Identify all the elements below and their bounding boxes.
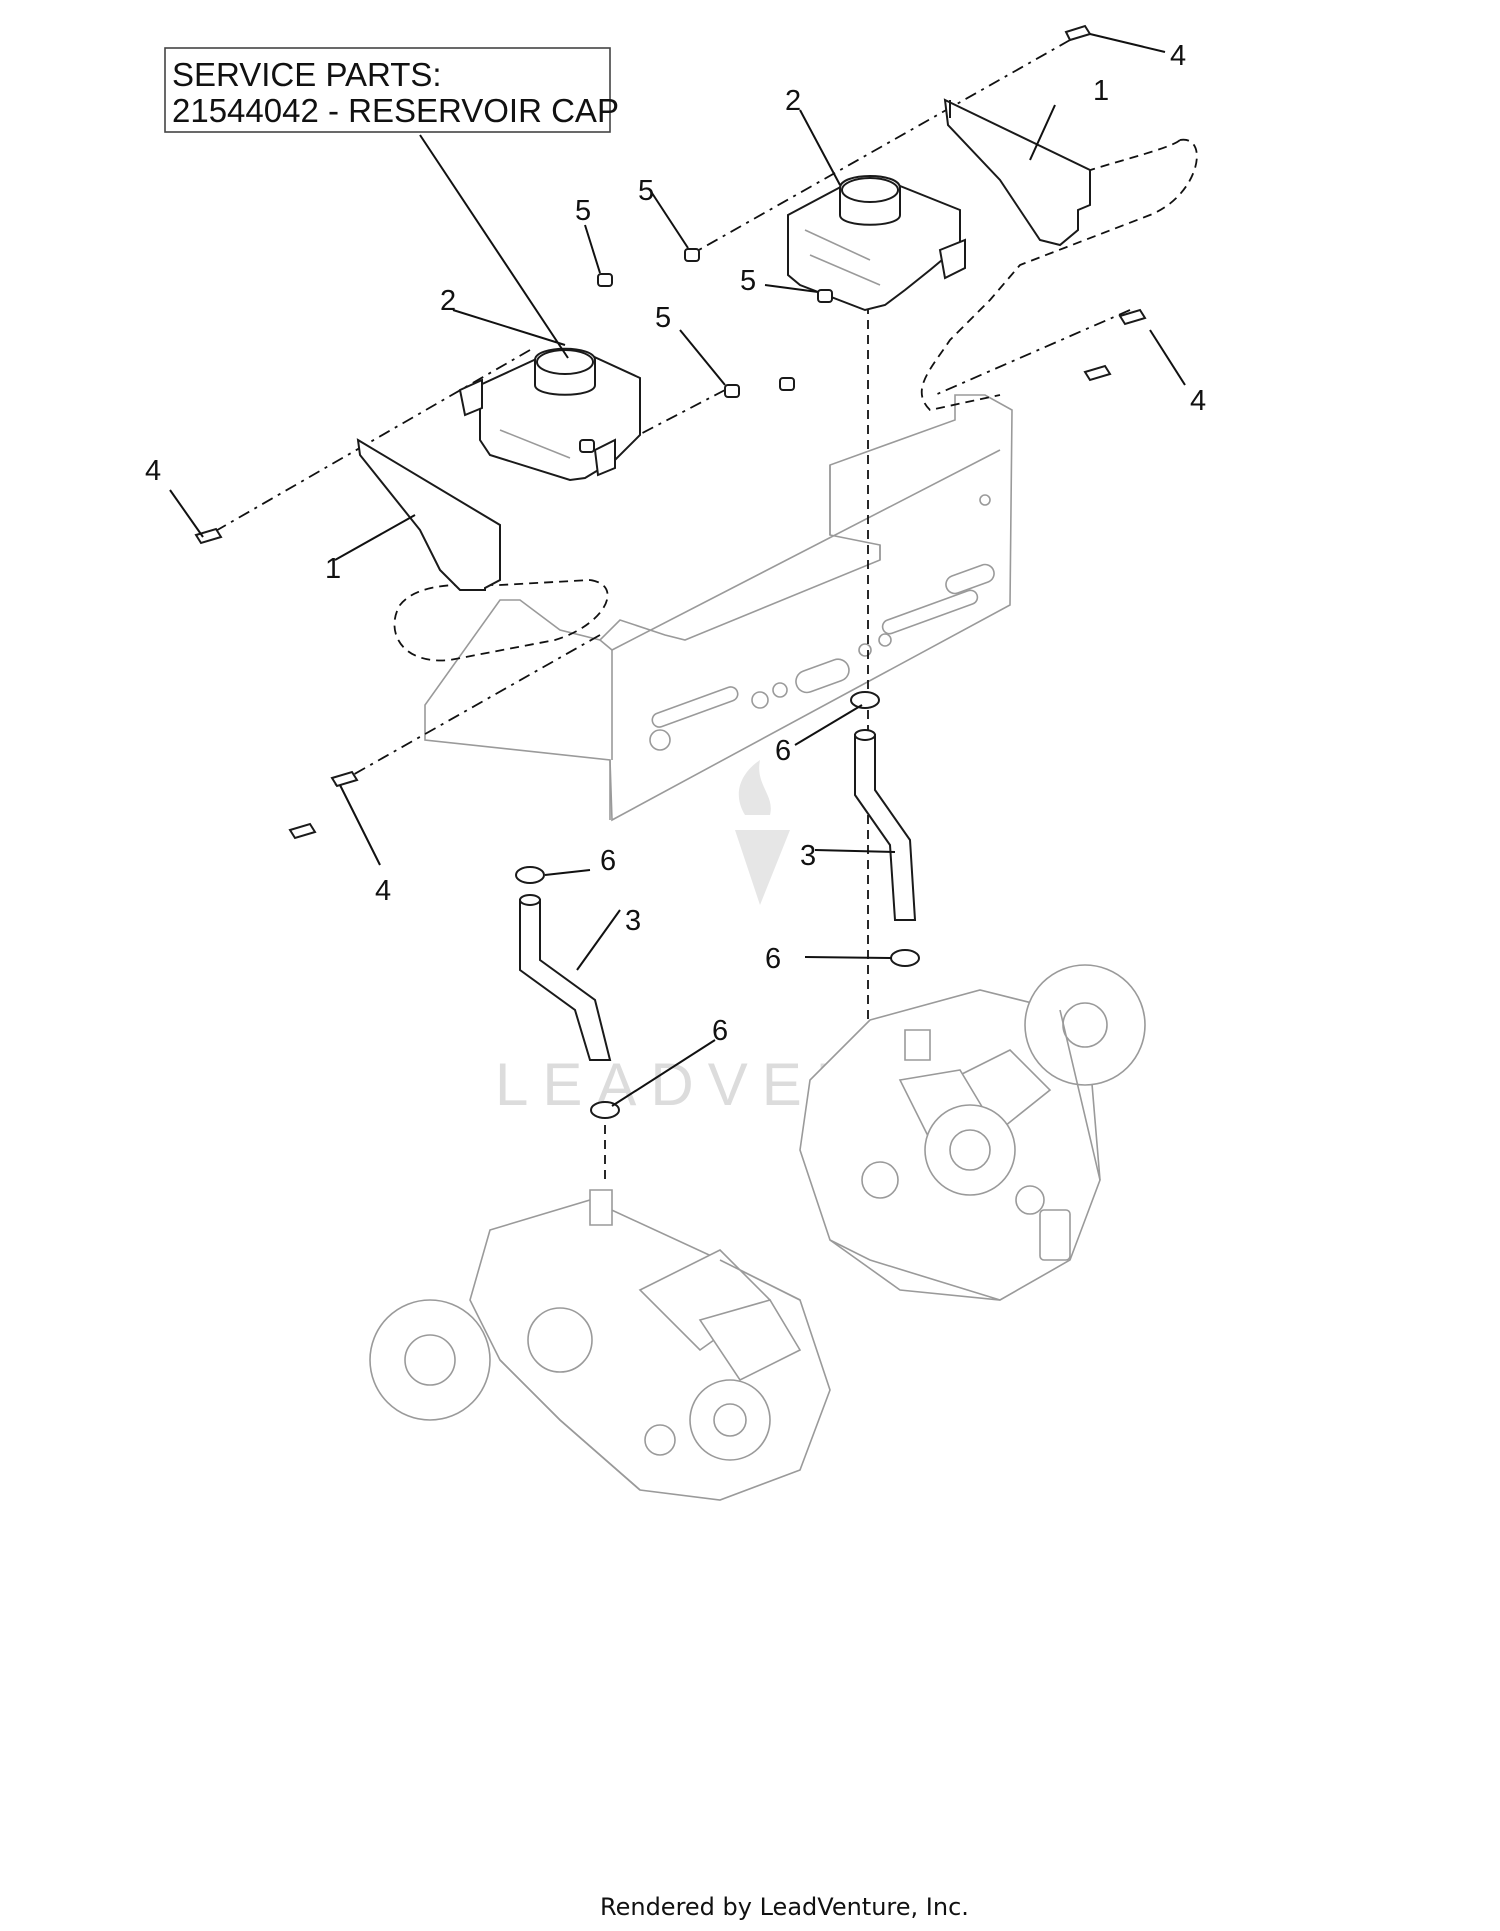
hose-left [519, 894, 612, 1061]
callout-reservoir-right: 2 [785, 85, 801, 117]
callout-bolt-mid-right: 4 [1190, 385, 1206, 417]
service-parts-entry: 21544042 - RESERVOIR CAP [172, 92, 619, 129]
service-parts-box: SERVICE PARTS: 21544042 - RESERVOIR CAP [164, 47, 619, 133]
transaxle-left [369, 1189, 831, 1501]
callout-bolt-left: 4 [145, 455, 161, 487]
reservoir-left [458, 347, 641, 482]
transaxle-right [799, 964, 1146, 1301]
hidden-outlines [393, 139, 1198, 662]
nuts [579, 248, 833, 453]
callout-clamp-left-upper: 6 [600, 845, 616, 877]
callout-clamp-right-upper: 6 [775, 735, 791, 767]
callout-reservoir-left: 2 [440, 285, 456, 317]
callout-bracket-left: 1 [325, 553, 341, 585]
callout-clamp-right-lower: 6 [765, 943, 781, 975]
callout-clamp-left-lower: 6 [712, 1015, 728, 1047]
callout-hose-left: 3 [625, 905, 641, 937]
reservoir-right [787, 175, 966, 312]
bolts [194, 24, 1147, 840]
callout-labels: 1 1 2 2 3 3 4 4 4 4 5 5 5 5 6 6 6 6 [145, 40, 1206, 1047]
callout-bolt-bottom: 4 [375, 875, 391, 907]
callout-bolt-top-right: 4 [1170, 40, 1186, 72]
callout-nut-top-left: 5 [638, 175, 654, 207]
hose-right [854, 729, 917, 921]
callout-hose-right: 3 [800, 840, 816, 872]
leader-lines [169, 33, 1186, 1107]
bracket-left [356, 438, 501, 591]
callout-nut-center: 5 [655, 302, 671, 334]
callout-nut-upper-right: 5 [740, 265, 756, 297]
bracket-right [943, 98, 1091, 247]
footer-credit: Rendered by LeadVenture, Inc. [600, 1893, 969, 1921]
callout-bracket-right: 1 [1093, 75, 1109, 107]
service-parts-heading: SERVICE PARTS: [172, 56, 442, 93]
callout-nut-upper-left: 5 [575, 195, 591, 227]
